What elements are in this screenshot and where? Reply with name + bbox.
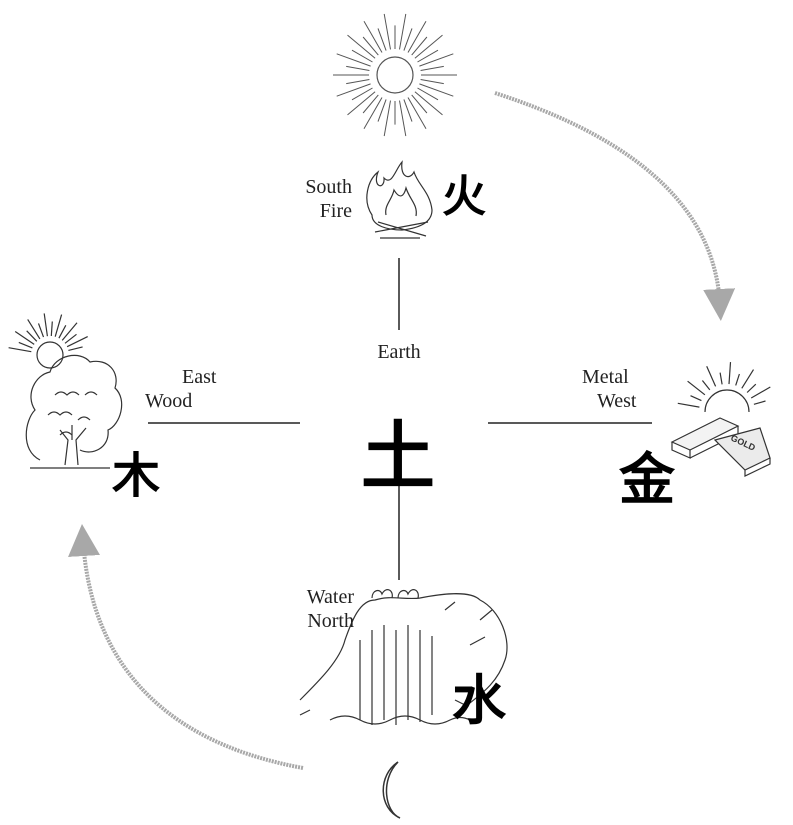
sun-ray bbox=[364, 21, 382, 52]
sun-ray bbox=[678, 403, 700, 407]
sun-ray bbox=[15, 332, 34, 345]
sun-ray bbox=[363, 95, 378, 113]
sun-ray bbox=[346, 80, 369, 84]
north-label: Water North bbox=[270, 585, 354, 633]
sun-ray bbox=[729, 362, 731, 384]
south-element-text: Fire bbox=[270, 199, 352, 223]
west-label: Metal West bbox=[582, 365, 672, 413]
sun-ray bbox=[421, 80, 444, 84]
sun-ray bbox=[400, 101, 406, 137]
west-direction-text: West bbox=[582, 389, 672, 413]
sun-ray bbox=[707, 366, 716, 386]
earth-label: Earth bbox=[345, 340, 453, 364]
sun-ray bbox=[384, 101, 390, 137]
cycle-arrow-bottom-left bbox=[83, 540, 303, 768]
water-character: 水 bbox=[452, 674, 506, 728]
sun-ray bbox=[9, 348, 32, 352]
sun-ray bbox=[412, 95, 427, 113]
south-label: South Fire bbox=[270, 175, 352, 223]
sun-ray bbox=[408, 98, 426, 129]
sun-ray bbox=[419, 54, 453, 66]
gold-bars-with-setting-sun-icon bbox=[672, 362, 770, 476]
sun-ray bbox=[400, 14, 406, 50]
earth-character: 土 bbox=[361, 420, 435, 494]
sun-ray bbox=[51, 322, 52, 337]
east-label: East Wood bbox=[145, 365, 235, 413]
sun-ray bbox=[67, 337, 88, 347]
sun-ray bbox=[747, 384, 756, 392]
sun-ray bbox=[363, 37, 378, 55]
sun-ray bbox=[691, 396, 702, 401]
metal-character: 金 bbox=[619, 453, 675, 509]
sun-ray bbox=[408, 21, 426, 52]
sun-ray bbox=[337, 54, 371, 66]
fire-character: 火 bbox=[442, 175, 486, 219]
sun-ray bbox=[337, 84, 371, 96]
sun-ray bbox=[688, 381, 705, 395]
sun-ray bbox=[59, 325, 66, 338]
sun-ray bbox=[68, 347, 82, 351]
sun-ray bbox=[720, 373, 722, 385]
east-direction-text: East bbox=[145, 365, 235, 389]
sun-ray bbox=[44, 313, 47, 336]
north-direction-text: North bbox=[270, 609, 354, 633]
north-element-text: Water bbox=[270, 585, 354, 609]
sun-ray bbox=[419, 84, 453, 96]
sun-ray bbox=[702, 381, 709, 390]
south-direction-text: South bbox=[270, 175, 352, 199]
crescent-moon-icon bbox=[383, 762, 400, 818]
sun-ray bbox=[346, 66, 369, 70]
sun-ray bbox=[28, 319, 40, 339]
sun-ray bbox=[421, 66, 444, 70]
west-element-text: Metal bbox=[582, 365, 672, 389]
sun-ray bbox=[62, 323, 77, 341]
sun-ray bbox=[384, 14, 390, 50]
east-element-text: Wood bbox=[145, 389, 235, 413]
sun-ray bbox=[751, 387, 770, 398]
tree-with-rising-sun-icon bbox=[9, 313, 122, 468]
sun-ray bbox=[364, 98, 382, 129]
cycle-arrow-top-right bbox=[495, 93, 720, 305]
sun-ray bbox=[412, 37, 427, 55]
sun-ray bbox=[19, 342, 33, 348]
sun-ray bbox=[742, 370, 754, 389]
sun-ray bbox=[39, 323, 44, 337]
campfire-icon bbox=[367, 162, 432, 238]
wood-character: 木 bbox=[112, 452, 160, 500]
sun-icon bbox=[333, 14, 457, 136]
sun-ray bbox=[55, 315, 61, 337]
sun-ray bbox=[754, 401, 766, 404]
sun-ray bbox=[736, 374, 740, 385]
